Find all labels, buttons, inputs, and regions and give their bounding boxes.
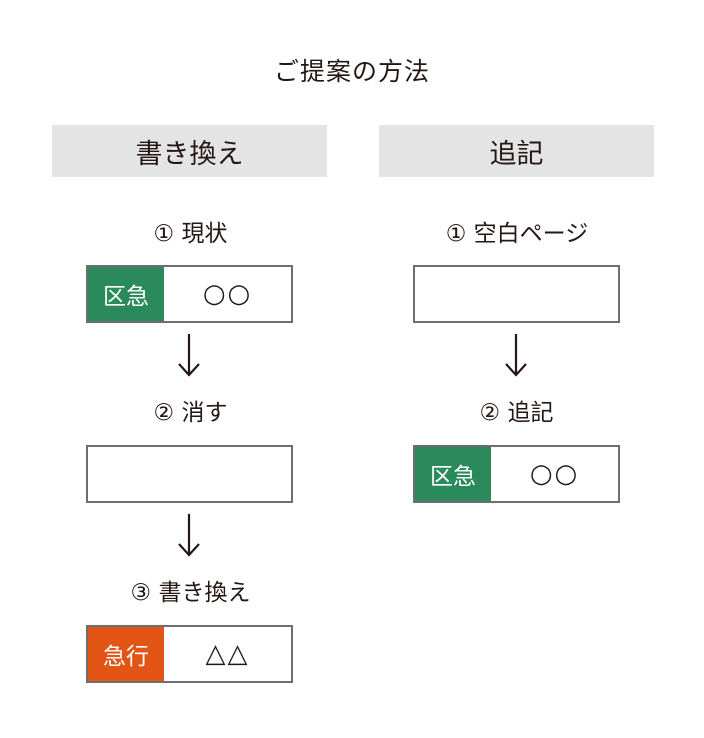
left-step-1-box: 区急 ○○ [86,265,293,323]
express-tag: 区急 [415,447,491,501]
down-arrow-icon [178,514,200,557]
diagram-title: ご提案の方法 [273,57,430,86]
right-step-1-box-empty [413,265,620,323]
right-step-1-label: ① 空白ページ [445,221,589,247]
destination-value: ○○ [529,459,580,489]
right-step-2-label: ② 追記 [479,400,554,426]
right-column-header: 追記 [379,125,654,177]
left-step-1-label: ① 現状 [153,221,228,247]
express-tag: 急行 [88,627,164,681]
left-step-3-label: ③ 書き換え [130,580,251,606]
left-column-header: 書き換え [52,125,327,177]
express-tag: 区急 [88,267,164,321]
destination-value: ○○ [202,279,253,309]
down-arrow-icon [178,334,200,377]
destination-value: △△ [205,639,250,669]
right-step-2-box: 区急 ○○ [413,445,620,503]
down-arrow-icon [505,334,527,377]
left-step-3-box: 急行 △△ [86,625,293,683]
left-step-2-label: ② 消す [153,400,228,426]
left-step-2-box-empty [86,445,293,503]
